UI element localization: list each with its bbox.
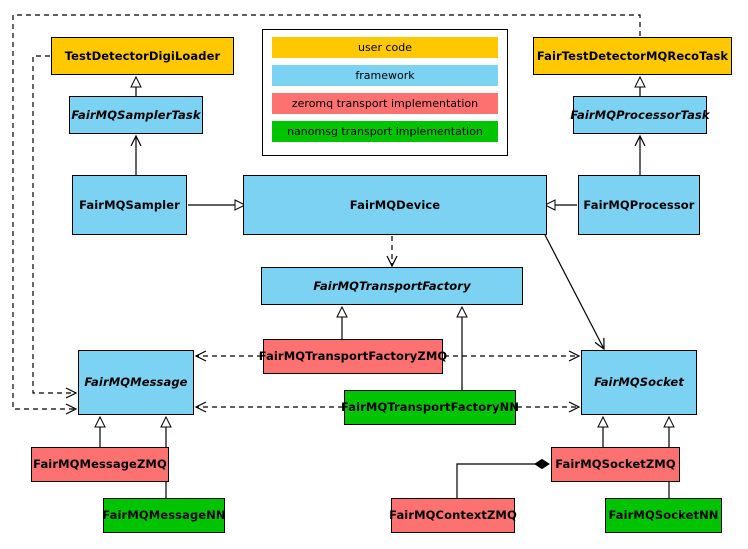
edge-device-socket — [544, 234, 605, 351]
class-box-fairmqcontextzmq[interactable]: FairMQContextZMQ — [389, 498, 517, 533]
class-box-fairmqsocket[interactable]: FairMQSocket — [581, 350, 697, 415]
class-label: FairMQTransportFactoryNN — [340, 400, 520, 415]
edge-socketzmq-contextzmq — [456, 458, 550, 498]
class-box-fairmqtransportfactorynn[interactable]: FairMQTransportFactoryNN — [340, 390, 520, 425]
class-label: TestDetectorDigiLoader — [64, 48, 221, 63]
class-box-fairmqtransportfactoryzmq[interactable]: FairMQTransportFactoryZMQ — [259, 339, 447, 374]
class-box-fairmqsocketnn[interactable]: FairMQSocketNN — [605, 498, 722, 533]
class-label: FairMQProcessorTask — [570, 107, 710, 122]
legend-label: zeromq transport implementation — [291, 97, 479, 110]
class-label: FairMQSamplerTask — [71, 107, 201, 122]
class-box-fairmqsocketzmq[interactable]: FairMQSocketZMQ — [551, 447, 680, 482]
class-box-fairmqdevice[interactable]: FairMQDevice — [243, 175, 547, 235]
legend-item-zeromq: zeromq transport implementation — [272, 93, 498, 114]
class-box-fairmqprocessortask[interactable]: FairMQProcessorTask — [570, 96, 710, 134]
class-box-fairmqmessagezmq[interactable]: FairMQMessageZMQ — [31, 447, 169, 482]
class-label: FairTestDetectorMQRecoTask — [536, 48, 729, 63]
class-box-fairmqsampler[interactable]: FairMQSampler — [72, 175, 187, 235]
legend-label: user code — [357, 41, 413, 54]
class-label: FairMQMessage — [84, 375, 188, 390]
legend-item-nanomsg: nanomsg transport implementation — [272, 121, 498, 142]
class-label: FairMQSampler — [79, 197, 180, 212]
legend-item-framework: framework — [272, 65, 498, 86]
class-label: FairMQMessageNN — [102, 508, 226, 523]
legend-item-user-code: user code — [272, 37, 498, 58]
legend: user code framework zeromq transport imp… — [262, 29, 508, 156]
class-label: FairMQTransportFactoryZMQ — [258, 349, 448, 364]
class-label: FairMQSocket — [594, 375, 684, 390]
class-label: FairMQSocketNN — [608, 508, 719, 523]
class-box-fairmqmessage[interactable]: FairMQMessage — [78, 350, 194, 415]
class-label: FairMQDevice — [349, 197, 441, 212]
class-label: FairMQTransportFactory — [313, 278, 471, 293]
class-box-fairmqtransportfactory[interactable]: FairMQTransportFactory — [261, 267, 523, 305]
class-label: FairMQProcessor — [583, 197, 695, 212]
class-box-fairmqmessagenn[interactable]: FairMQMessageNN — [102, 498, 226, 533]
class-label: FairMQContextZMQ — [389, 508, 517, 523]
legend-label: framework — [355, 69, 415, 82]
class-label: FairMQMessageZMQ — [33, 457, 167, 472]
class-box-fairtestdetectormqrecotask[interactable]: FairTestDetectorMQRecoTask — [533, 37, 732, 75]
legend-label: nanomsg transport implementation — [287, 125, 483, 138]
class-box-fairmqprocessor[interactable]: FairMQProcessor — [578, 175, 700, 235]
class-label: FairMQSocketZMQ — [555, 457, 676, 472]
class-box-fairmqsamplertask[interactable]: FairMQSamplerTask — [69, 96, 203, 134]
class-box-testdetectordigiloader[interactable]: TestDetectorDigiLoader — [51, 37, 234, 75]
